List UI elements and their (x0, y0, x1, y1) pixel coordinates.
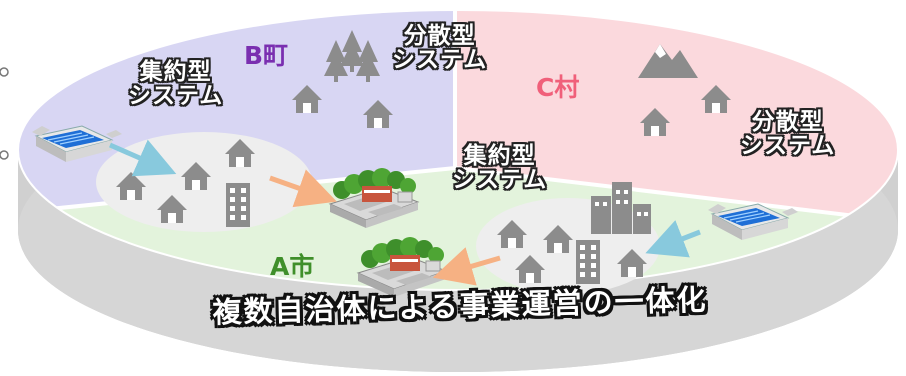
c-village-label: C村 (536, 73, 580, 102)
flow-arrows (108, 139, 701, 286)
a-centralized-system-label: 集約型 システム (452, 143, 548, 194)
intake-to-cluster-arrow (108, 139, 177, 177)
b-decentralized-system-label: 分散型 システム (392, 23, 488, 74)
a-city-label: A市 (270, 252, 315, 281)
building-icon (226, 183, 250, 227)
b-town-label: B町 (244, 41, 289, 70)
intake-to-cluster-arrow (645, 220, 701, 258)
cluster-to-plant-arrow (269, 169, 337, 208)
a-centralized-cluster (476, 182, 660, 294)
building-icon (576, 240, 600, 284)
c-decentralized-system-label: 分散型 システム (740, 109, 836, 160)
b-centralized-system-label: 集約型 システム (128, 59, 224, 110)
cluster-to-plant-arrow (432, 247, 501, 286)
